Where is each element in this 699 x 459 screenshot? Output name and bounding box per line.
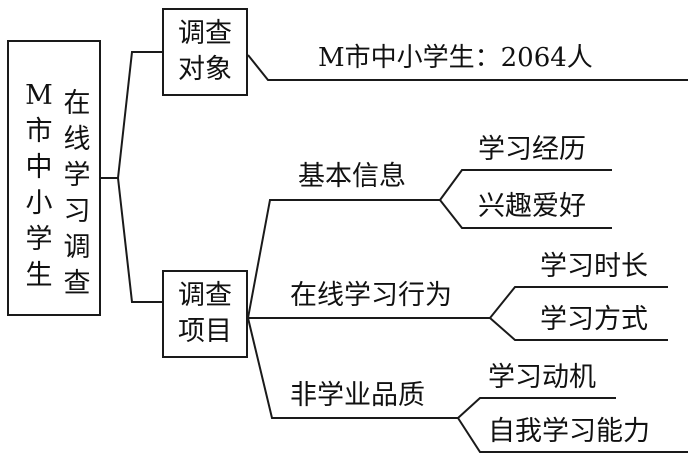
survey-items-label-line1: 调查 [178, 280, 232, 311]
connector-root-to-items [101, 177, 162, 303]
connector-group2-child2 [489, 317, 668, 341]
connector-group1-child2 [439, 199, 612, 229]
group-basic-info: 基本信息 [298, 161, 406, 192]
survey-object-label-line2: 对象 [178, 54, 232, 85]
survey-object-value: M市中小学生：2064人 [318, 43, 593, 73]
connector-items-group3 [247, 317, 458, 419]
root-right-column: 在线学习调查 [63, 88, 91, 299]
group-non-academic: 非学业品质 [290, 380, 425, 411]
connector-group2-child1 [489, 286, 668, 319]
connector-items-group1 [247, 199, 440, 319]
group-online-behavior-child-2: 学习方式 [540, 304, 648, 335]
connector-object-value [247, 54, 688, 81]
group-basic-info-child-1: 学习经历 [478, 134, 586, 165]
survey-object-label-line1: 调查 [178, 18, 232, 49]
survey-items-box: 调查 项目 [162, 270, 248, 358]
connector-group3-child2 [457, 417, 688, 453]
group-non-academic-child-1: 学习动机 [488, 362, 596, 393]
connector-group1-child1 [439, 169, 612, 201]
group-non-academic-child-2: 自我学习能力 [488, 416, 650, 447]
group-basic-info-child-2: 兴趣爱好 [478, 191, 586, 222]
connector-group3-child1 [457, 397, 616, 419]
connector-root-to-object [101, 51, 162, 179]
group-online-behavior: 在线学习行为 [290, 280, 452, 311]
survey-items-label-line2: 项目 [178, 316, 232, 347]
survey-object-box: 调查 对象 [162, 8, 248, 96]
group-online-behavior-child-1: 学习时长 [540, 251, 648, 282]
